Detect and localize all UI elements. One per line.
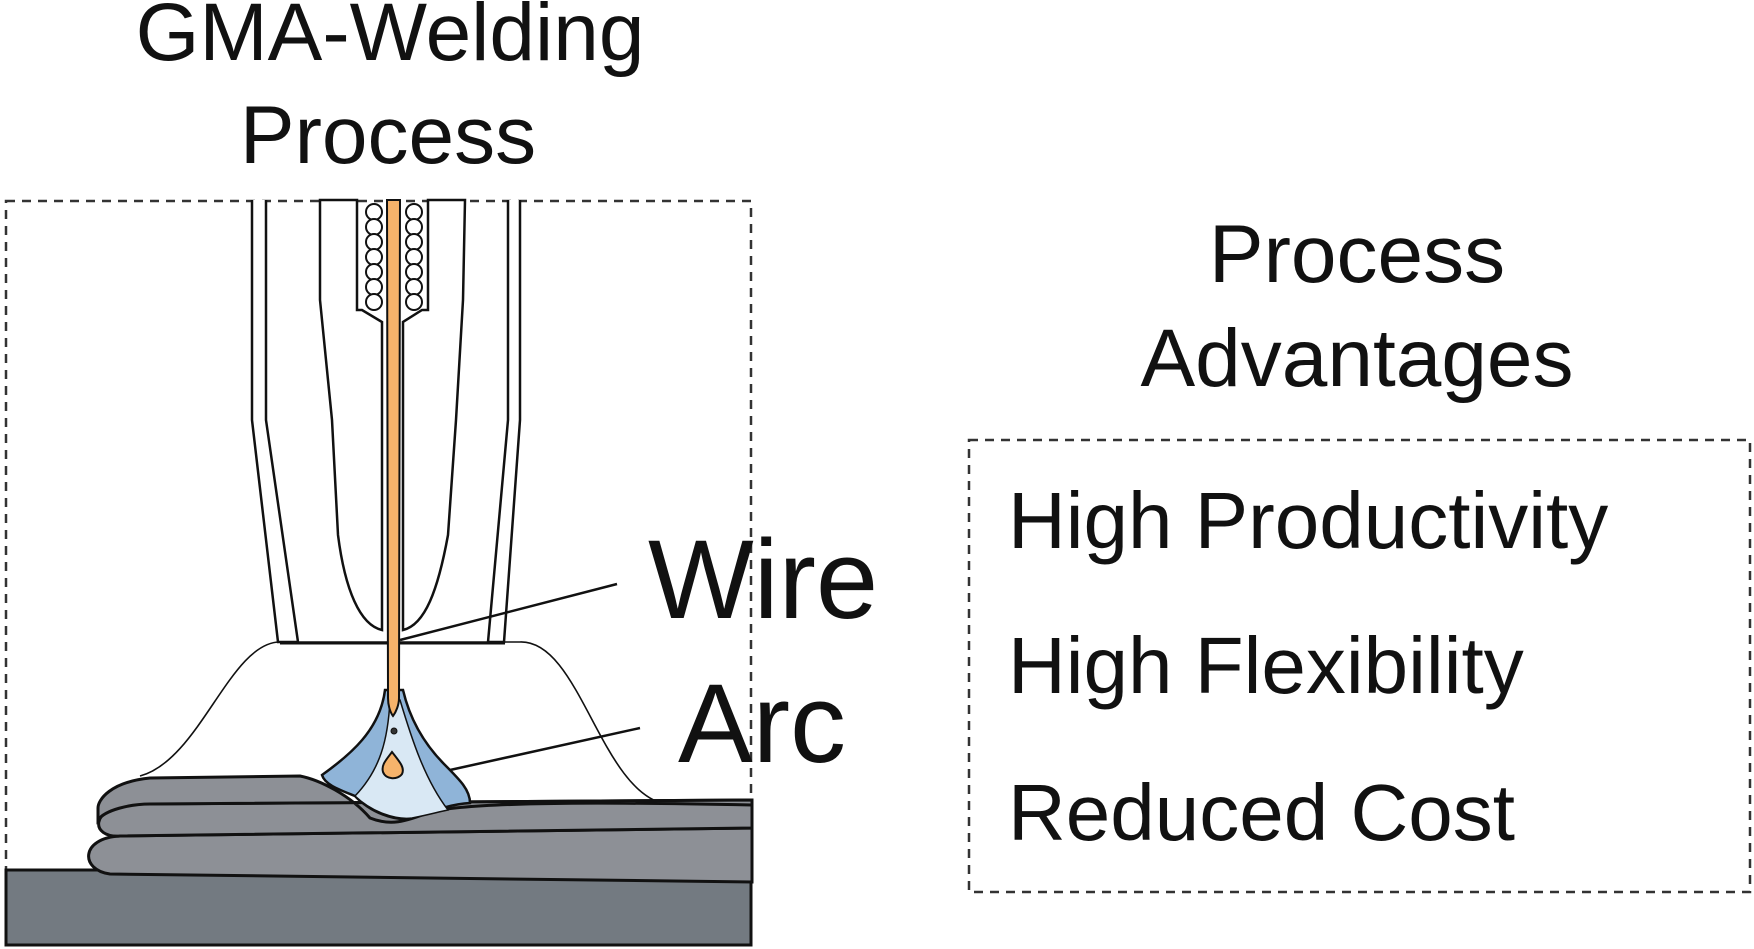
wire-leader-line [399,582,618,642]
base-plate [4,868,753,947]
advantage-item: High Productivity [1008,476,1608,565]
torch-outer-wall-right [486,200,522,644]
wire-electrode [385,199,402,718]
contact-tip-right [401,198,467,632]
arc-plasma-inner [353,699,450,820]
arc-label: Arc [678,661,846,786]
torch-outer-wall-left [250,200,300,644]
advantage-item: High Flexibility [1008,621,1524,710]
advantages-heading-line2: Advantages [1140,313,1573,404]
contact-tip-left [318,198,384,632]
diagram-title-line1: GMA-Welding [136,0,645,78]
wire-liner-coil [365,203,423,311]
spatter-droplet [390,727,398,735]
molten-droplet [381,750,404,780]
shielding-gas-outline [139,641,666,805]
weld-bead-top [96,774,754,825]
advantage-item: Reduced Cost [1008,768,1515,857]
wire-label: Wire [648,517,878,642]
advantages-frame [967,438,1752,894]
advantages-heading-line1: Process [1209,209,1505,300]
diagram-title-line2: Process [240,90,536,181]
arc-leader-line [449,726,641,772]
